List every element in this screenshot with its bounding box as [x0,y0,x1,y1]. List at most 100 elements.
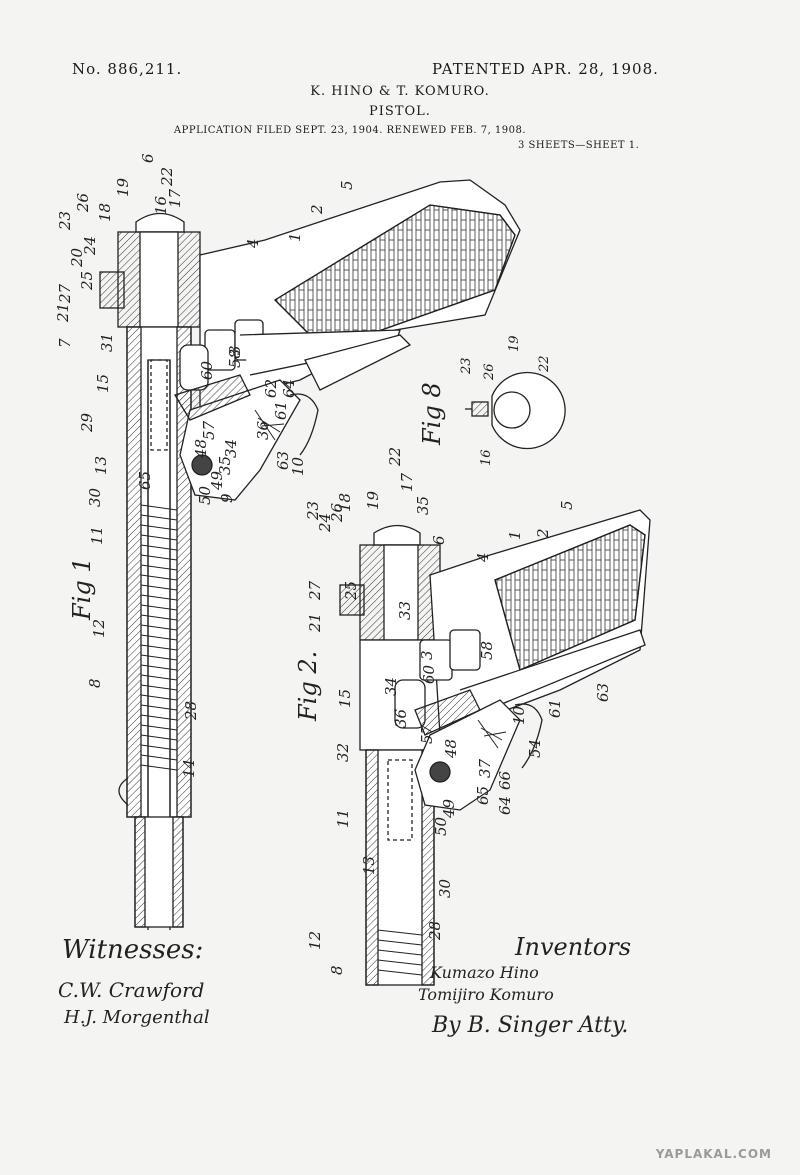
inventors-header: K. HINO & T. KOMURO. [310,84,490,99]
reference-numeral: 65 [474,786,492,805]
witness-2-signature: H.J. Morgenthal [63,1007,210,1028]
reference-numeral: 23 [459,357,474,375]
reference-numeral: 65 [136,471,154,490]
reference-numeral: 26 [328,502,346,523]
reference-numeral: 37 [476,758,494,778]
reference-numeral: 61 [546,699,564,718]
reference-numeral: 3 [226,345,244,355]
figure-1-drawing [99,179,521,930]
figure-2-title: Fig 2. [294,651,322,722]
reference-numeral: 27 [56,283,74,304]
reference-numeral: 48 [192,439,210,459]
reference-numeral: 7 [56,338,74,348]
reference-numeral: 14 [180,759,198,778]
reference-numeral: 26 [74,192,92,213]
reference-numeral: 35 [414,496,432,515]
reference-numeral: 49 [208,470,226,491]
reference-numeral: 25 [342,581,360,601]
reference-numeral: 5 [338,180,356,190]
reference-numeral: 35 [216,456,234,475]
reference-numeral: 25 [78,271,96,291]
reference-numeral: 10 [510,705,528,725]
reference-numeral: 13 [92,456,110,475]
reference-numeral: 34 [382,677,400,696]
reference-numeral: 62 [262,379,280,398]
reference-numeral: 50 [196,485,214,505]
reference-numeral: 34 [222,439,240,458]
reference-numeral: 15 [336,689,354,708]
reference-numeral: 50 [432,816,450,836]
figure-1-title: Fig 1 [68,557,96,621]
reference-numeral: 19 [114,177,132,197]
reference-numeral: 16 [479,449,494,466]
sheet-count: 3 SHEETS—SHEET 1. [518,140,640,151]
reference-numeral: 22 [537,355,552,373]
reference-numeral: 18 [336,493,354,512]
reference-numeral: 57 [200,420,218,440]
reference-numeral: 6 [139,153,157,163]
reference-numeral: 22 [158,167,176,187]
reference-numeral: 29 [78,412,96,433]
attorney-signature: By B. Singer Atty. [431,1013,628,1038]
watermark: YAPLAKAL.COM [655,1147,772,1161]
reference-numeral: 58 [478,641,496,660]
reference-numeral: 60 [420,664,438,684]
reference-numeral: 1 [286,232,304,242]
reference-numeral: 27 [306,580,324,601]
figure-8-drawing [465,371,566,450]
reference-numeral: 28 [426,921,444,941]
reference-numeral: 4 [474,552,492,563]
reference-numeral: 8 [328,965,346,975]
reference-numeral: 15 [94,374,112,393]
reference-numeral: 28 [182,701,200,721]
reference-numeral: 31 [98,333,116,352]
patent-title: PISTOL. [369,104,431,119]
reference-numeral: 24 [81,236,99,256]
reference-numeral: 17 [166,188,184,208]
inventor-1-signature: Kumazo Hino [429,963,539,982]
reference-numeral: 18 [96,203,114,222]
reference-numeral: 10 [289,456,307,476]
inventor-signatures: Inventors Kumazo Hino Tomijiro Komuro By… [418,933,631,1038]
figure-8-title: Fig 8 [418,382,446,446]
witness-1-signature: C.W. Crawford [58,978,204,1002]
reference-numeral: 3 [418,650,436,660]
reference-numeral: 64 [280,379,298,398]
reference-numeral: 21 [306,613,324,633]
reference-numeral: 19 [507,335,522,352]
reference-numeral: 21 [54,303,72,323]
reference-numeral: 30 [436,878,454,898]
witnesses-label: Witnesses: [62,935,203,965]
witness-signatures: Witnesses: C.W. Crawford H.J. Morgenthal [58,935,210,1028]
reference-numeral: 36 [392,708,410,728]
reference-numeral: 2 [534,528,552,539]
reference-numeral: 16 [152,195,170,215]
reference-numeral: 12 [90,619,108,638]
patent-number: No. 886,211. [72,60,183,78]
reference-numeral: 54 [526,739,544,758]
reference-numeral: 23 [304,501,322,521]
reference-numeral: 32 [334,743,352,762]
reference-numeral: 49 [440,798,458,819]
reference-numeral: 33 [396,601,414,620]
reference-numeral: 36 [254,420,272,440]
reference-numeral: 6 [430,535,448,545]
reference-numeral: 60 [198,360,216,380]
inventors-label: Inventors [514,933,631,961]
reference-numeral: 48 [442,739,460,759]
reference-numeral: 63 [274,451,292,470]
reference-numeral: 8 [86,678,104,688]
reference-numeral: 24 [316,513,334,533]
reference-numeral: 1 [506,530,524,540]
reference-numeral: 64 [496,796,514,815]
figure-8-numerals: 23 26 19 22 16 [459,335,552,466]
reference-numeral: 4 [244,238,262,249]
reference-numeral: 5 [558,500,576,510]
reference-numeral: 26 [482,363,497,381]
reference-numeral: 63 [594,683,612,702]
reference-numeral: 12 [306,931,324,950]
reference-numeral: 2 [308,204,326,215]
